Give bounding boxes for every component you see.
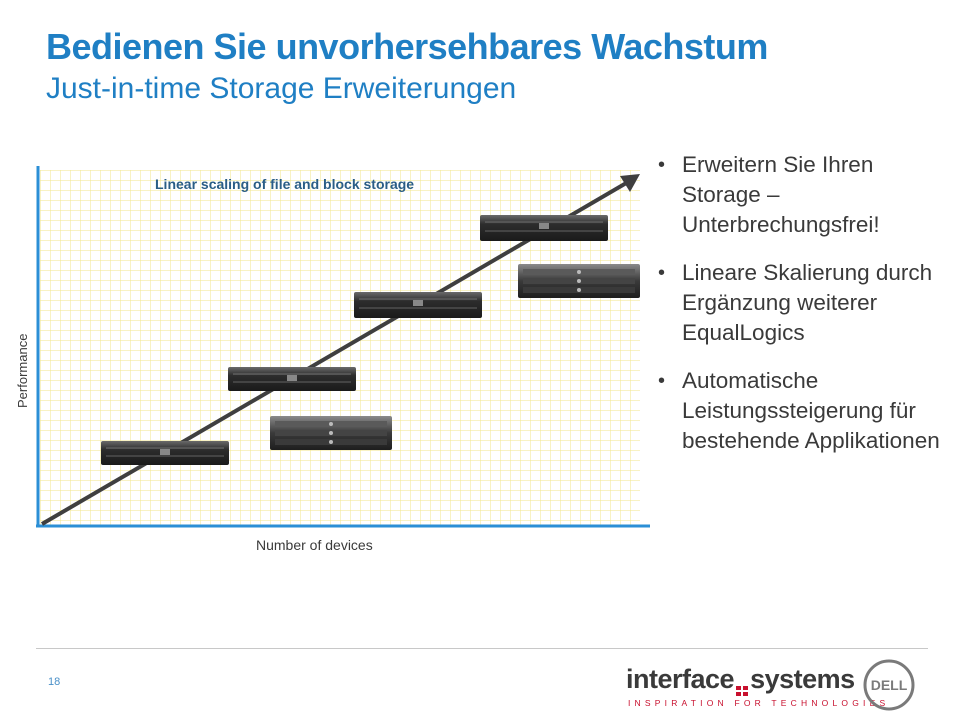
brand-separator-icon xyxy=(736,674,749,696)
growth-arrow-head xyxy=(620,174,640,192)
diagram-headline: Linear scaling of file and block storage xyxy=(155,176,414,192)
brand-name-left: interface xyxy=(626,664,735,694)
brand-wordmark: interface systems xyxy=(626,664,855,696)
bullet-item: • Lineare Skalierung durch Ergänzung weit… xyxy=(656,258,946,348)
bullet-text: Automatische Leistungssteigerung für bes… xyxy=(682,368,940,453)
dell-logo-icon: DELL xyxy=(863,659,915,711)
page-number: 18 xyxy=(48,676,61,688)
storage-device-large xyxy=(518,264,640,298)
brand-name-right: systems xyxy=(750,664,855,694)
brand-tagline: INSPIRATION FOR TECHNOLOGIES xyxy=(628,698,890,708)
slide-title: Bedienen Sie unvorhersehbares Wachstum xyxy=(46,26,768,67)
footer-divider xyxy=(36,648,928,649)
x-axis-label: Number of devices xyxy=(256,537,373,553)
slide-subtitle: Just-in-time Storage Erweiterungen xyxy=(46,72,517,105)
storage-device xyxy=(480,215,608,241)
dell-logo-text: DELL xyxy=(871,677,908,693)
bullet-dot: • xyxy=(658,262,666,284)
scaling-diagram: Linear scaling of file and block storage xyxy=(15,166,650,553)
storage-device xyxy=(354,292,482,318)
storage-device-large xyxy=(270,416,392,450)
bullet-item: • Automatische Leistungssteigerung für be… xyxy=(656,366,946,456)
bullet-list: • Erweitern Sie Ihren Storage – Unterbrec… xyxy=(656,150,946,474)
storage-device xyxy=(228,367,356,391)
bullet-item: • Erweitern Sie Ihren Storage – Unterbrec… xyxy=(656,150,946,240)
storage-device xyxy=(101,441,229,465)
brand-logo: interface systems INSPIRATION FOR TECHNO… xyxy=(626,664,885,710)
y-axis-label: Performance xyxy=(15,334,30,408)
bullet-dot: • xyxy=(658,154,666,176)
bullet-dot: • xyxy=(658,370,666,392)
bullet-text: Erweitern Sie Ihren Storage – Unterbrech… xyxy=(682,152,880,237)
bullet-text: Lineare Skalierung durch Ergänzung weite… xyxy=(682,260,933,345)
